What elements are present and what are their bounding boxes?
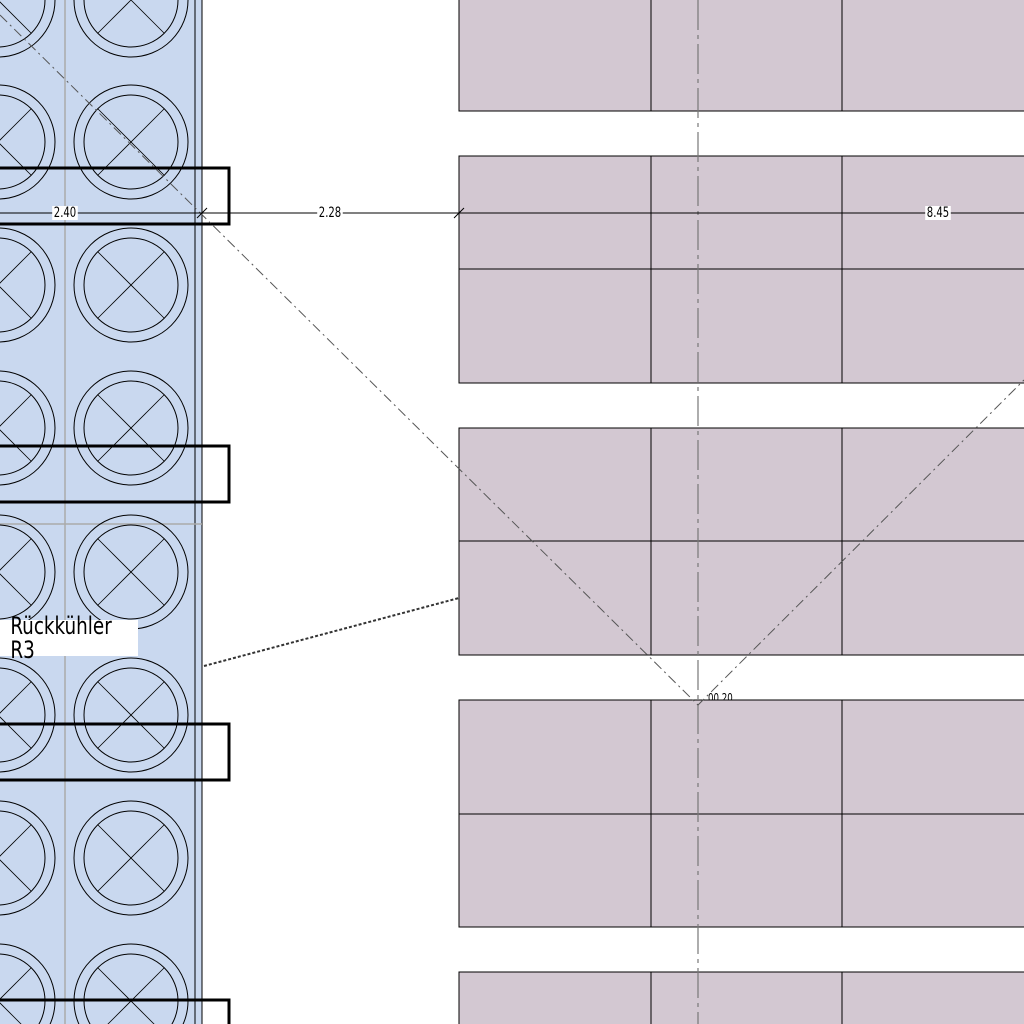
fan-icon [73,370,189,486]
slope-lines [0,14,1024,706]
fan-icon [0,800,56,916]
fan-icon [73,0,189,58]
dimension-label: 2.40 [52,205,78,221]
elevation-label: 00.20 [708,692,733,700]
fan-icon [73,84,189,200]
fan-icon [0,657,56,773]
beam-outline [0,998,231,1024]
building-block [458,699,1024,928]
cooler-strip [0,0,202,1024]
building-block [458,971,1024,1024]
building-block [458,427,1024,656]
fan-icon [0,370,56,486]
leader-line [203,597,460,667]
fan-array [0,0,189,1024]
fan-icon [0,84,56,200]
beam-outline [0,722,231,782]
fan-icon [0,0,56,58]
building-blocks [458,0,1024,1024]
beam-outline [0,166,231,226]
beam-outlines [0,166,231,1024]
fan-icon [73,227,189,343]
fan-icon [73,800,189,916]
equipment-label: Rückkühler R3 [0,614,138,662]
beam-outline [0,444,231,504]
building-block [458,0,1024,112]
building-block [458,155,1024,384]
equipment-label-text: Rückkühler R3 [10,612,112,664]
dimension-label: 8.45 [925,205,951,221]
dimension-label: 2.28 [317,205,343,221]
fan-icon [0,514,56,630]
fan-icon [0,227,56,343]
fan-icon [73,657,189,773]
